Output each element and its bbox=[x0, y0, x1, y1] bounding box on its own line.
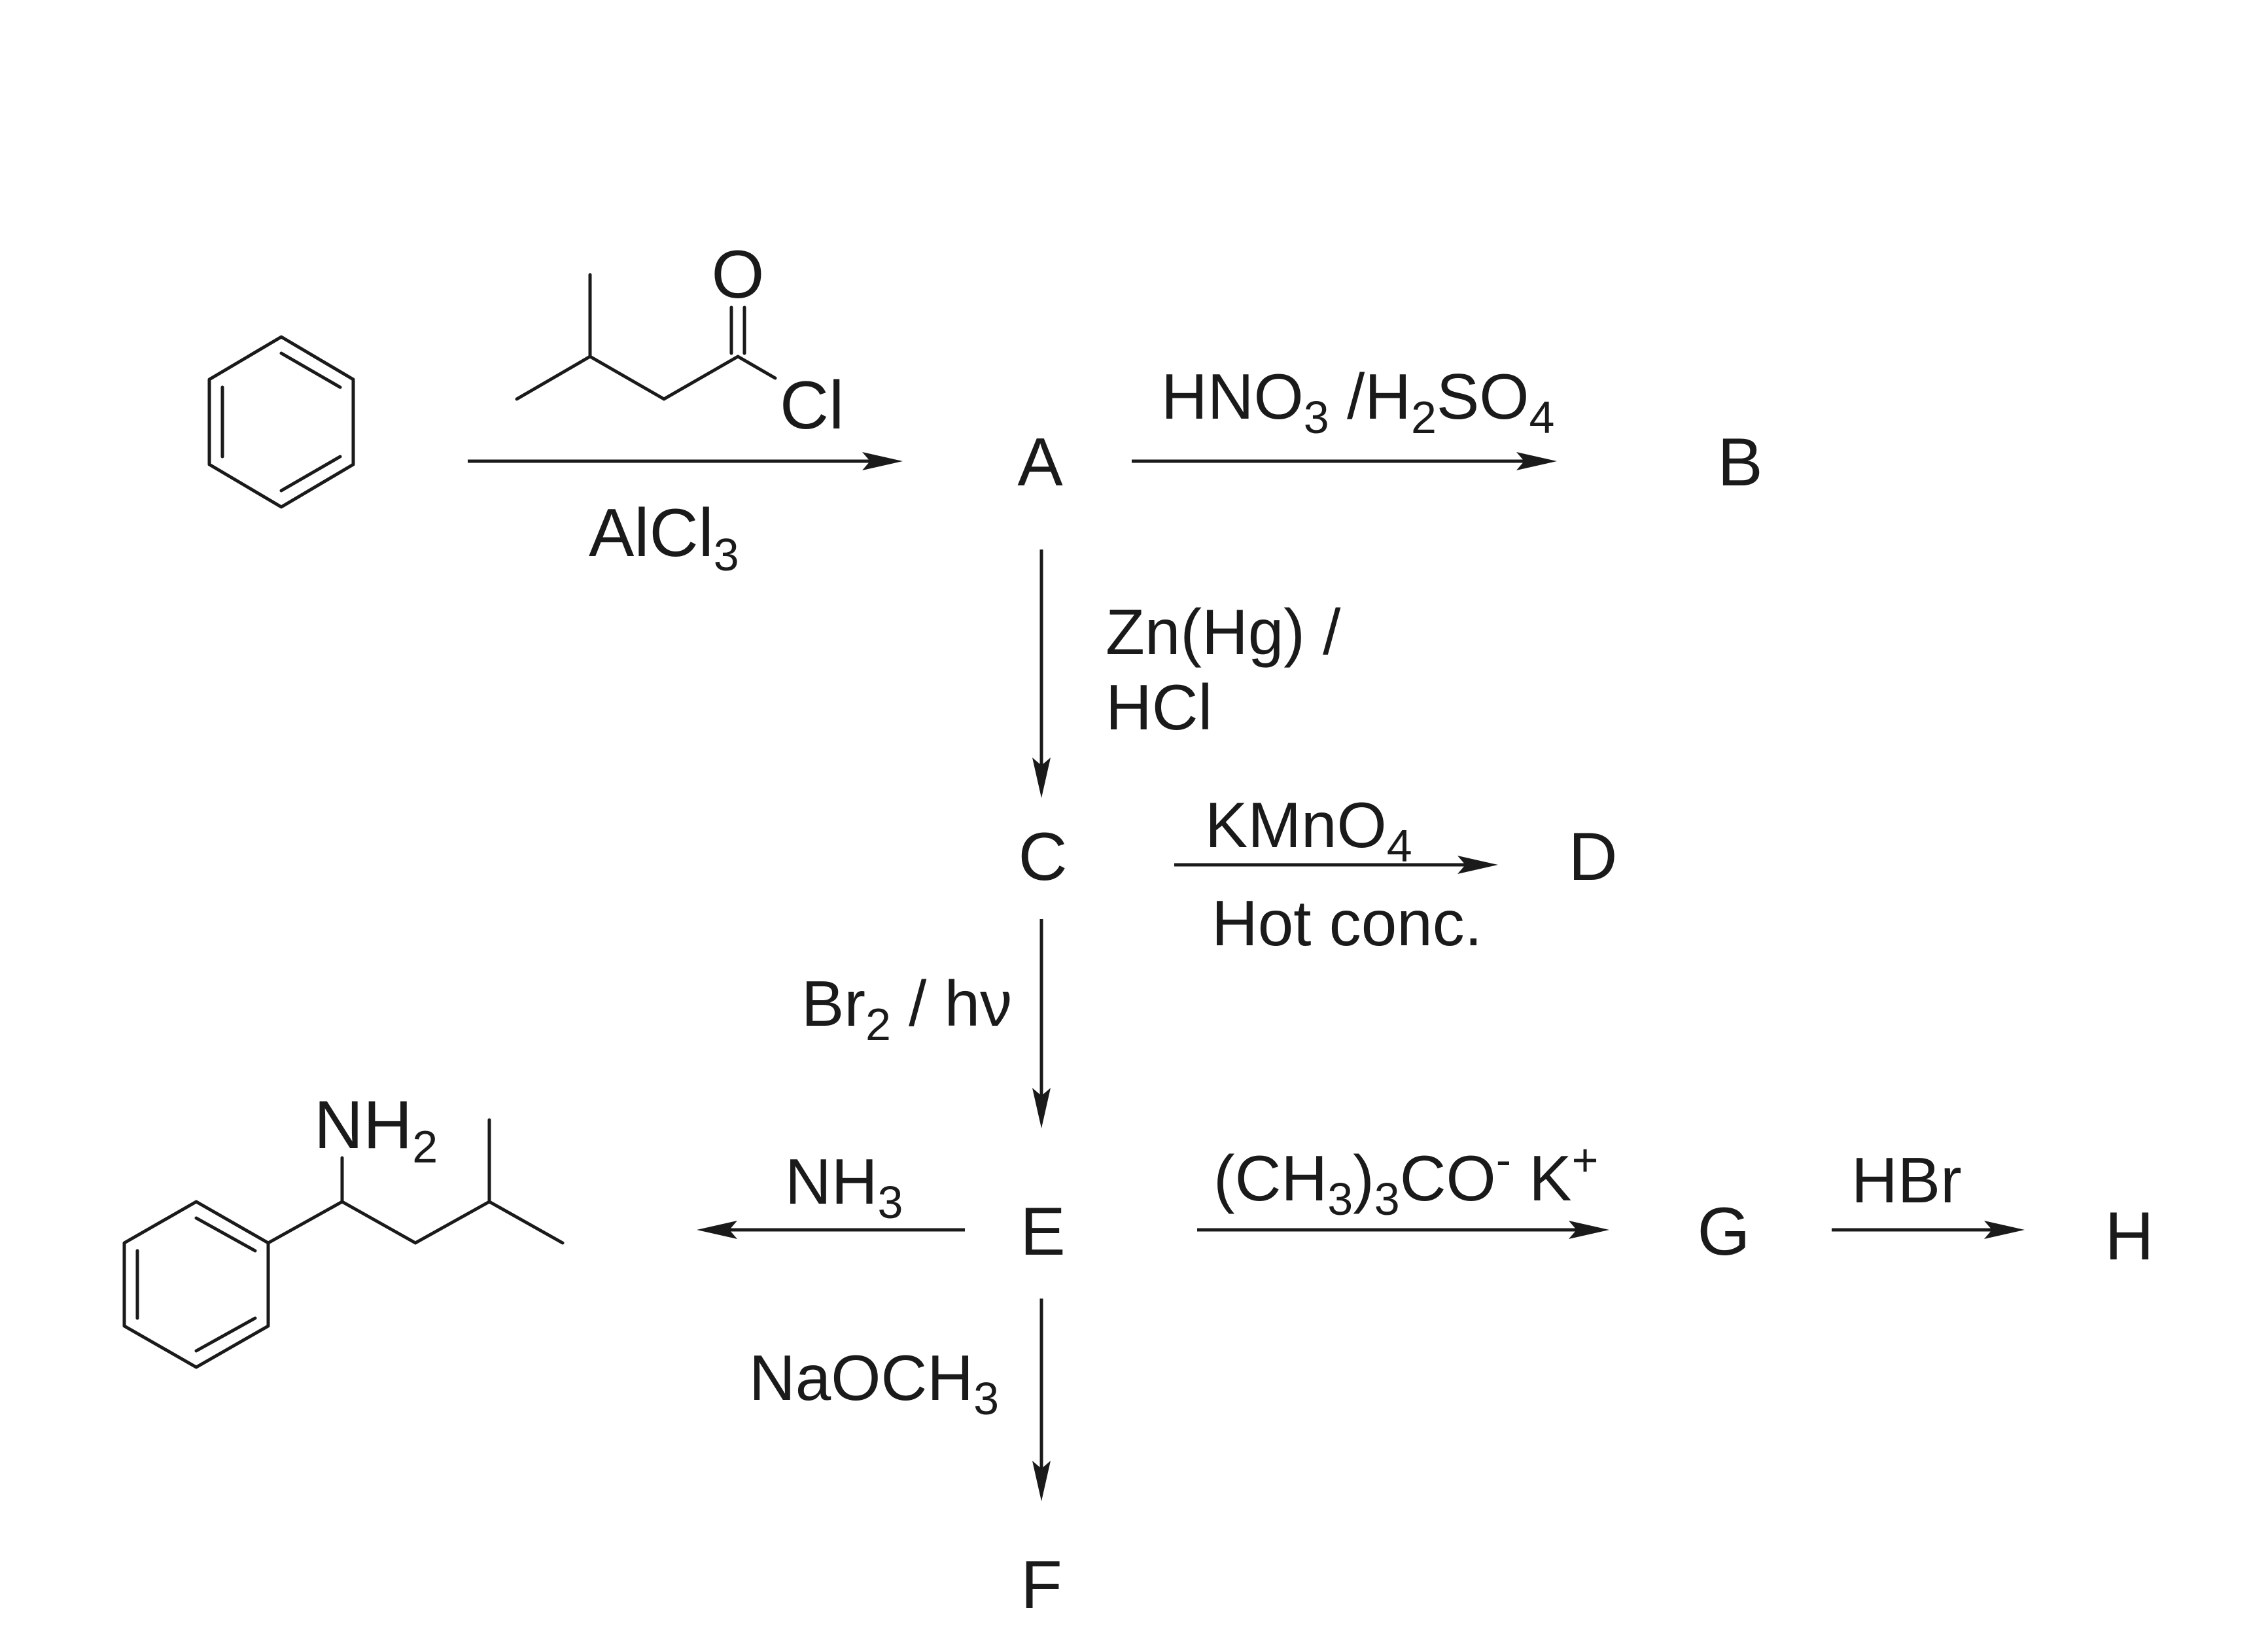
arrow-benzene-to-A bbox=[468, 452, 903, 470]
reagent-hno3-h2so4: HNO3 /H2SO4 bbox=[1161, 360, 1554, 443]
compound-G: G bbox=[1698, 1194, 1751, 1270]
compound-A: A bbox=[1017, 425, 1063, 500]
reagent-zn-hg: Zn(Hg) / bbox=[1106, 596, 1341, 668]
compound-H: H bbox=[2104, 1198, 2154, 1274]
arrow-A-to-B bbox=[1132, 452, 1557, 470]
reagent-nh3: NH3 bbox=[785, 1145, 903, 1228]
arrow-E-to-amine bbox=[697, 1221, 965, 1239]
arrow-E-to-G bbox=[1197, 1221, 1609, 1239]
arrow-E-to-F bbox=[1032, 1299, 1051, 1501]
amine-nh2-label: NH2 bbox=[314, 1087, 438, 1172]
reagent-tbuok: (CH3)3CO- K+ bbox=[1213, 1134, 1599, 1225]
arrow-G-to-H bbox=[1832, 1221, 2025, 1239]
reagent-hot-conc: Hot conc. bbox=[1212, 887, 1482, 959]
arrow-A-to-C bbox=[1032, 550, 1051, 798]
compound-F: F bbox=[1021, 1547, 1062, 1623]
reagent-br2-hv: Br2 / hν bbox=[801, 968, 1012, 1050]
isovaleryl-chloride-structure: O Cl bbox=[515, 237, 844, 444]
reagent-kmno4: KMnO4 bbox=[1205, 789, 1412, 871]
reagent-hcl: HCl bbox=[1106, 671, 1212, 743]
chlorine-atom-label: Cl bbox=[780, 368, 844, 444]
reagent-hbr: HBr bbox=[1851, 1144, 1962, 1216]
compound-B: B bbox=[1717, 425, 1762, 500]
compound-E: E bbox=[1020, 1194, 1065, 1270]
compound-D: D bbox=[1568, 819, 1617, 895]
arrow-C-to-D bbox=[1174, 856, 1498, 874]
reagent-alcl3: AlCl3 bbox=[589, 495, 739, 580]
amine-product-structure: NH2 bbox=[122, 1087, 565, 1369]
reagent-naoch3: NaOCH3 bbox=[749, 1342, 999, 1424]
arrow-C-to-E bbox=[1032, 919, 1051, 1128]
compound-C: C bbox=[1018, 819, 1067, 895]
benzene-structure bbox=[207, 335, 355, 509]
oxygen-atom-label: O bbox=[712, 237, 765, 313]
